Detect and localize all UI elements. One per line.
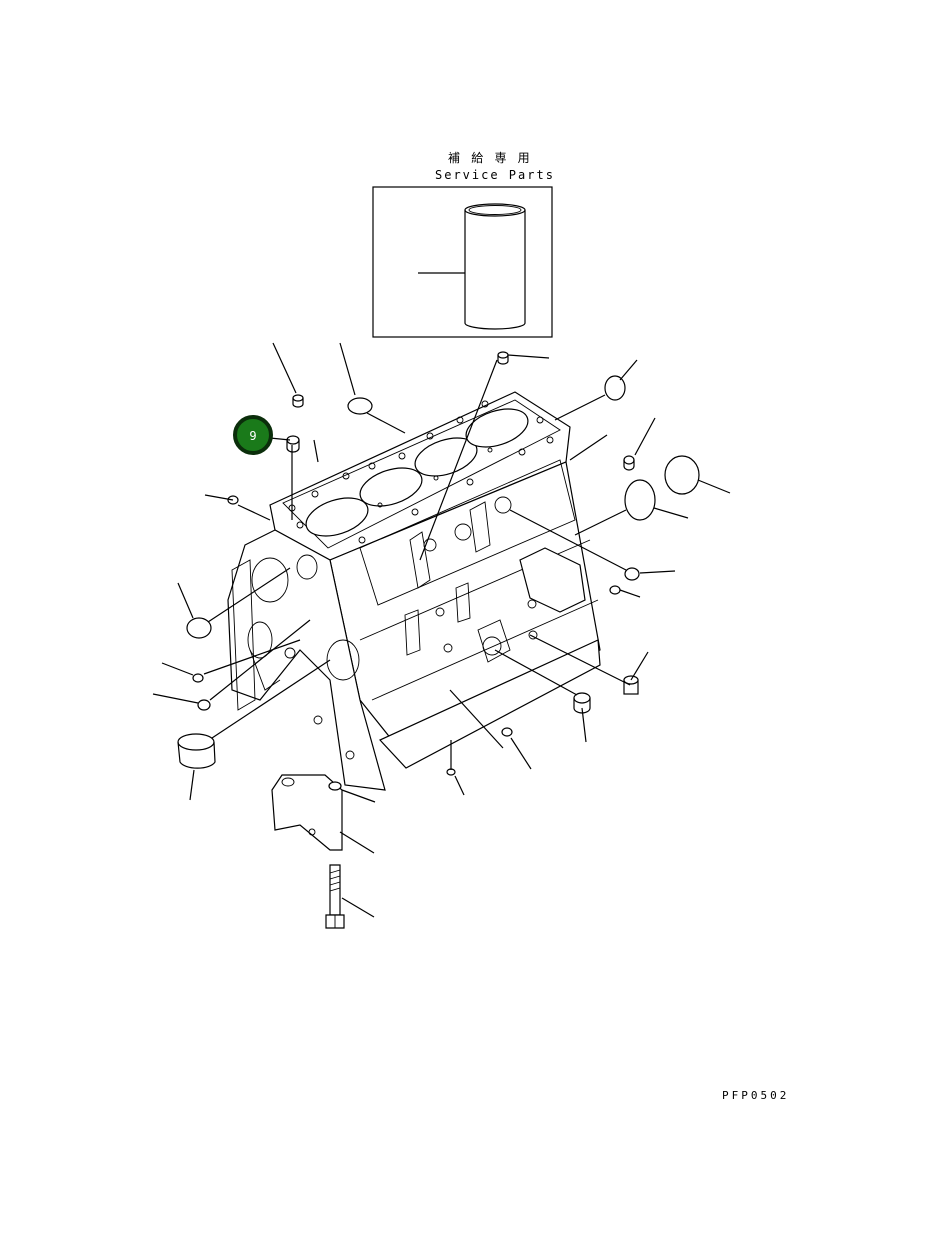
service-parts-title-en: Service Parts — [435, 168, 555, 182]
expansion-plug-left — [186, 617, 212, 639]
bushing-front — [177, 733, 216, 769]
cylinder-liner-icon — [464, 203, 526, 330]
plug-left-2 — [192, 673, 204, 683]
service-parts-title-jp: 補 給 専 用 — [448, 151, 532, 165]
plug-left-3 — [197, 699, 211, 711]
drawing-code: PFP0502 — [722, 1089, 789, 1102]
callout-number: 9 — [249, 429, 256, 443]
leader-lines — [152, 342, 731, 918]
plug-bottom-1 — [501, 727, 513, 737]
expansion-plug-right-2 — [624, 479, 656, 521]
main-bearing-cap — [271, 774, 343, 851]
plug-top-2 — [286, 435, 300, 453]
plug-top-1 — [292, 394, 304, 408]
bolt-bottom — [446, 740, 456, 776]
drain-plug-right — [623, 675, 639, 695]
callout-marker[interactable]: 9 — [233, 415, 273, 455]
plug-top-3 — [497, 351, 509, 365]
expansion-plug-right-1 — [604, 375, 626, 401]
cylinder-block-drawing — [227, 391, 601, 791]
plug-right-4 — [609, 585, 621, 595]
plug-right-2 — [623, 455, 635, 471]
callout-circle[interactable] — [233, 415, 273, 455]
plug-right-5 — [573, 692, 591, 714]
main-bearing-bolt — [325, 864, 345, 929]
large-plug-right — [664, 455, 700, 495]
expansion-plug-top — [347, 397, 373, 415]
plug-right-3 — [624, 567, 640, 581]
loose-parts — [177, 351, 700, 929]
service-parts-box — [372, 186, 553, 338]
